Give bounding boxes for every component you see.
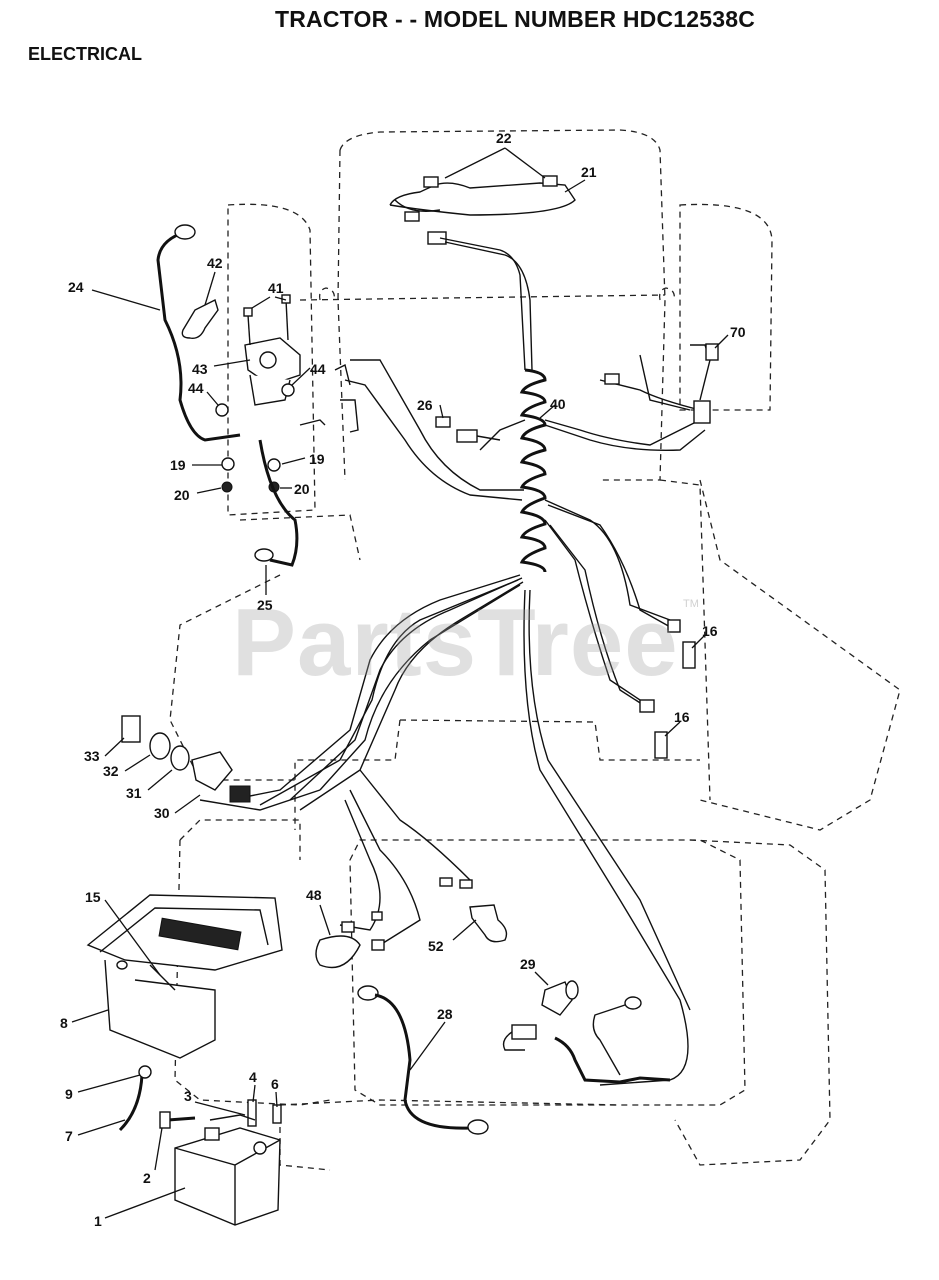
callout-28: 28 — [437, 1006, 453, 1022]
callout-44-right: 44 — [310, 361, 326, 377]
watermark-logo: PartsTree — [232, 589, 679, 696]
callout-21: 21 — [581, 164, 597, 180]
callout-9: 9 — [65, 1086, 73, 1102]
leader-lines — [71, 147, 729, 1219]
callout-2: 2 — [143, 1170, 151, 1186]
callout-16-upper: 16 — [702, 623, 718, 639]
callout-labels: 22 21 24 42 41 43 44 44 70 26 40 19 19 2… — [60, 130, 746, 1229]
right-side-parts — [599, 343, 719, 759]
callout-8: 8 — [60, 1015, 68, 1031]
callout-16-lower: 16 — [674, 709, 690, 725]
callout-20-left: 20 — [174, 487, 190, 503]
callout-19-right: 19 — [309, 451, 325, 467]
callout-29: 29 — [520, 956, 536, 972]
callout-19-left: 19 — [170, 457, 186, 473]
callout-6: 6 — [271, 1076, 279, 1092]
callout-1: 1 — [94, 1213, 102, 1229]
callout-22: 22 — [496, 130, 512, 146]
battery-and-cables — [118, 1065, 282, 1226]
callout-41: 41 — [268, 280, 284, 296]
callout-48: 48 — [306, 887, 322, 903]
part-29-switch-coil — [502, 980, 671, 1084]
callout-3: 3 — [184, 1088, 192, 1104]
callout-70: 70 — [730, 324, 746, 340]
callout-52: 52 — [428, 938, 444, 954]
callout-33: 33 — [84, 748, 100, 764]
section-title: ELECTRICAL — [28, 44, 142, 64]
callout-15: 15 — [85, 889, 101, 905]
callout-42: 42 — [207, 255, 223, 271]
parts-48-52 — [315, 877, 508, 969]
callout-32: 32 — [103, 763, 119, 779]
headlight-harness — [389, 175, 576, 371]
callout-26: 26 — [417, 397, 433, 413]
callout-25: 25 — [257, 597, 273, 613]
battery-box — [86, 894, 283, 1059]
callout-24: 24 — [68, 279, 84, 295]
callout-43: 43 — [192, 361, 208, 377]
ignition-switch-assembly — [121, 715, 321, 811]
callout-40: 40 — [550, 396, 566, 412]
page-title: TRACTOR - - MODEL NUMBER HDC12538C — [275, 6, 756, 32]
callout-7: 7 — [65, 1128, 73, 1144]
callout-4: 4 — [249, 1069, 257, 1085]
solenoid-assembly — [156, 224, 359, 567]
part-26-connector — [435, 416, 501, 443]
watermark-trademark: TM — [683, 598, 699, 610]
callout-20-right: 20 — [294, 481, 310, 497]
callout-30: 30 — [154, 805, 170, 821]
callout-31: 31 — [126, 785, 142, 801]
main-harness-coil — [229, 359, 706, 1086]
callout-44-left: 44 — [188, 380, 204, 396]
ground-cable — [357, 985, 489, 1135]
tractor-outline — [169, 129, 901, 1171]
